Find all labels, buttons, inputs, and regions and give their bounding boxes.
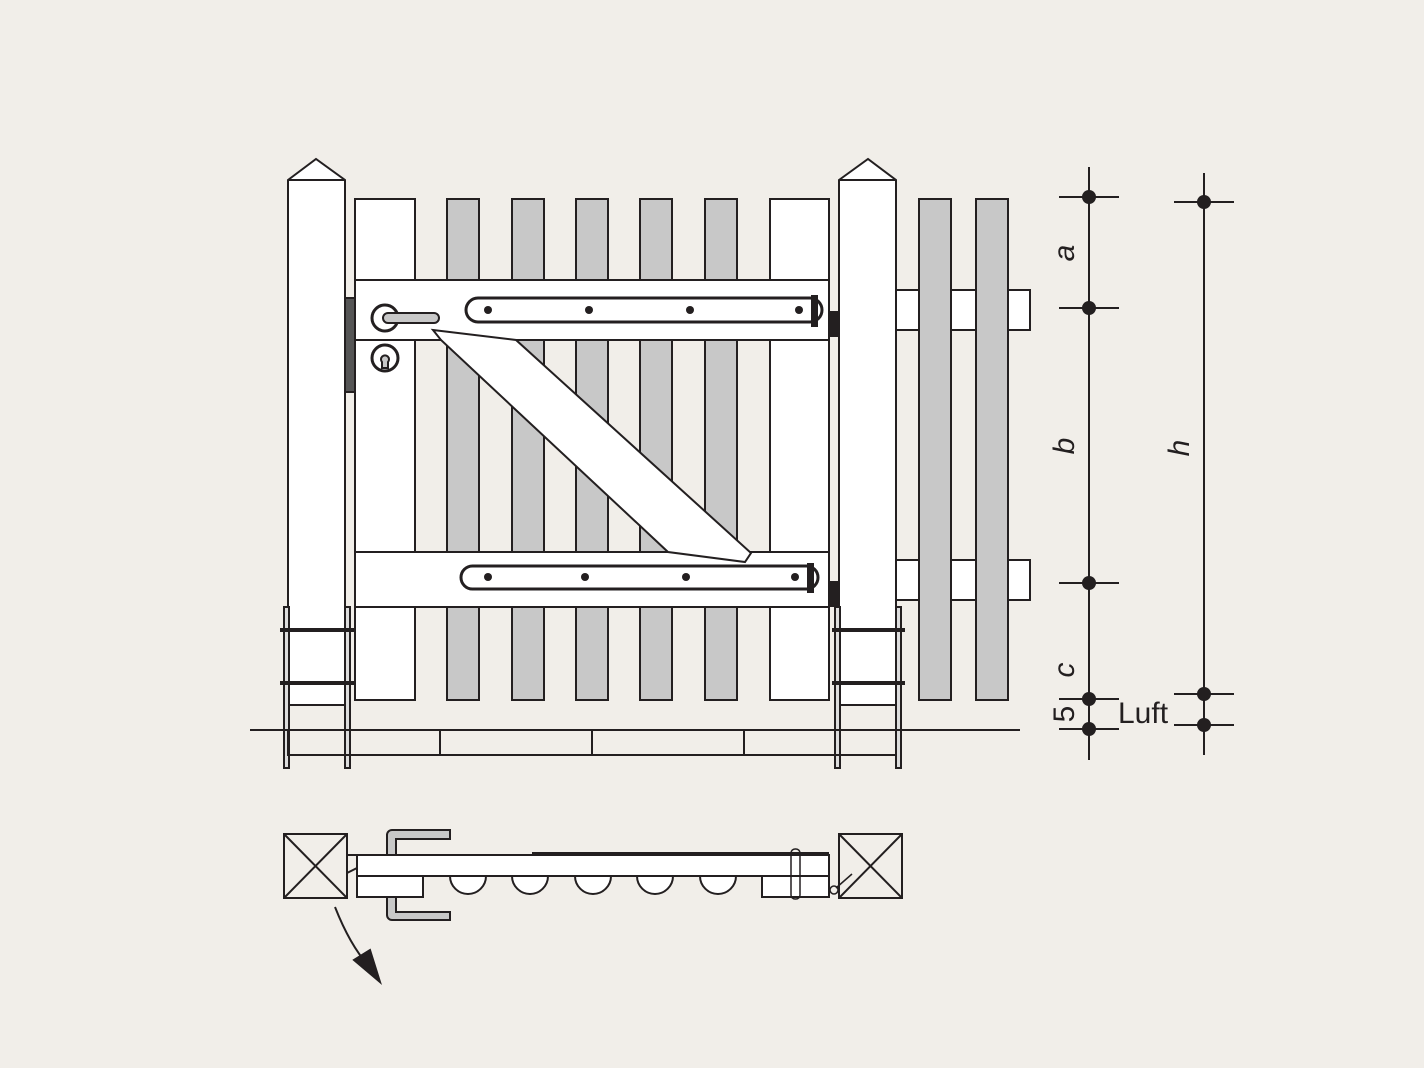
label-b: b: [1048, 438, 1081, 455]
fence-rail-bottom: [895, 559, 1031, 601]
hinge-strap-bottom: [459, 564, 820, 591]
post-left: [287, 157, 346, 706]
dimension-line-h: [1174, 173, 1234, 755]
post-anchor-left: [280, 606, 355, 769]
label-c: c: [1048, 663, 1081, 678]
plan-post-left: [283, 833, 348, 899]
plan-handle: [386, 829, 451, 921]
gate-board-right: [769, 198, 830, 701]
fence-rail-top: [895, 289, 1031, 331]
latch-bar: [344, 297, 356, 393]
foundation: [287, 729, 897, 756]
post-right: [838, 157, 897, 706]
label-a: a: [1048, 245, 1081, 262]
hinge-bolts: [484, 306, 803, 581]
arrow-head-icon: [352, 948, 382, 985]
hinge-strap-top: [464, 296, 824, 324]
label-h: h: [1163, 440, 1196, 457]
label-5: 5: [1048, 706, 1081, 723]
keyhole-icon: [380, 354, 390, 369]
door-handle: [382, 312, 440, 324]
diagonal-brace: [430, 328, 753, 564]
dimension-line-abc: [1059, 167, 1119, 760]
gate-board-left: [354, 198, 416, 701]
plan-view: [283, 829, 903, 921]
plan-post-right: [838, 833, 903, 899]
label-luft: Luft: [1118, 697, 1169, 730]
fence-slats: [918, 198, 1009, 701]
post-anchor-right: [832, 606, 905, 769]
plan-slats: [449, 875, 737, 895]
plan-rail: [356, 854, 830, 877]
